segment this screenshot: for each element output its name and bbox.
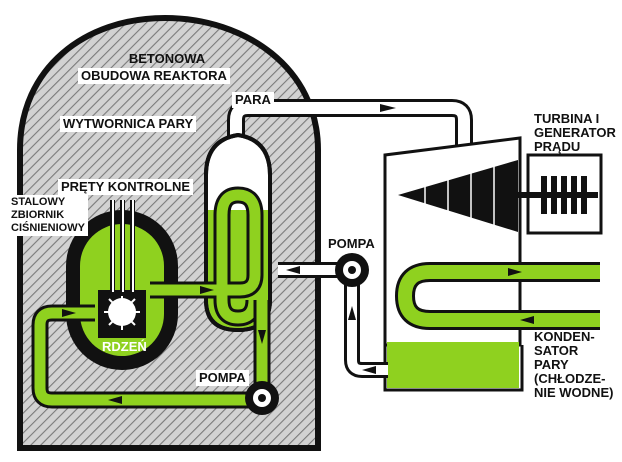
containment-label-line2: OBUDOWA REAKTORA (78, 68, 230, 84)
condenser-water (387, 342, 519, 388)
control-rods-label: PRĘTY KONTROLNE (58, 179, 194, 195)
turbine-label: TURBINA I GENERATOR PRĄDU (534, 112, 622, 154)
generator-icon (518, 176, 598, 214)
pressure-vessel-label-line3: CIŚNIENIOWY (11, 222, 85, 234)
turbine-label-line3: PRĄDU (534, 139, 581, 154)
pressure-vessel-label-line2: ZBIORNIK (11, 209, 65, 221)
condensate-pipe (344, 275, 388, 378)
flow-arrow-icon (62, 104, 534, 404)
core-glow-icon (104, 294, 140, 330)
pump-upper-label: POMPA (328, 236, 375, 251)
condenser-label-line2: SATOR (534, 343, 579, 358)
pressure-vessel-label: STALOWY ZBIORNIK CIŚNIENIOWY (8, 195, 88, 236)
condenser-label: KONDEN- SATOR PARY (CHŁODZE- NIE WODNE) (534, 330, 622, 400)
pressure-vessel-label-line1: STALOWY (11, 196, 66, 208)
condenser-label-line3: PARY (534, 357, 569, 372)
steam-label: PARA (232, 92, 274, 108)
turbine-label-line2: GENERATOR (534, 125, 616, 140)
pump-icon (245, 381, 279, 415)
pump-icon (335, 253, 369, 287)
pump-lower-label: POMPA (196, 370, 249, 386)
control-rods (110, 200, 135, 296)
turbine-label-line1: TURBINA I (534, 111, 600, 126)
steam-generator-label: WYTWORNICA PARY (60, 116, 197, 132)
condenser-label-line5: NIE WODNE) (534, 385, 614, 400)
containment-label-line1: BETONOWA (128, 51, 206, 66)
condenser-label-line4: (CHŁODZE- (534, 371, 606, 386)
core-label: RDZEŃ (102, 339, 147, 354)
turbine-icon (398, 160, 518, 232)
condenser-label-line1: KONDEN- (534, 329, 595, 344)
containment-label: BETONOWA (108, 52, 226, 66)
